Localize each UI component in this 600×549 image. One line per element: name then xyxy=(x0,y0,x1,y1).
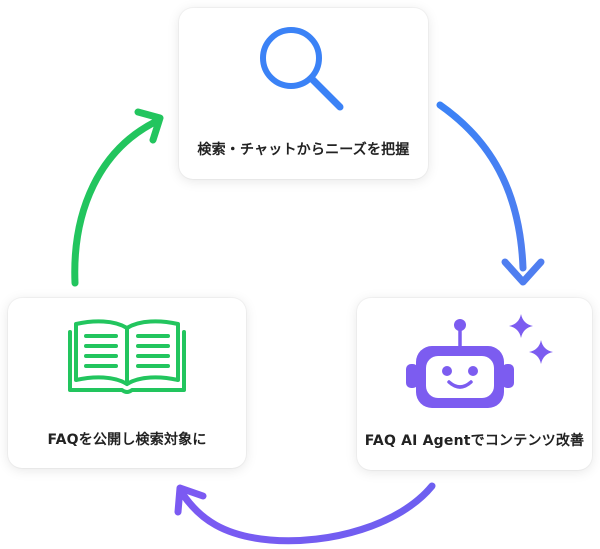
robot-icon xyxy=(406,319,514,408)
arrow-book-to-search xyxy=(71,118,159,287)
sparkle-icon xyxy=(509,314,553,364)
step-card-agent: FAQ AI Agentでコンテンツ改善 xyxy=(357,298,592,470)
arrowhead-agent-to-book xyxy=(174,484,207,516)
search-icon xyxy=(260,27,344,111)
arrow-search-to-agent xyxy=(436,101,527,272)
book-icon xyxy=(68,319,186,394)
arrowhead-book-to-search xyxy=(134,108,164,144)
step-card-book: FAQを公開し検索対象に xyxy=(8,298,246,468)
step-card-search: 検索・チャットからニーズを把握 xyxy=(179,8,428,179)
step-label-search: 検索・チャットからニーズを把握 xyxy=(197,142,410,158)
arrow-agent-to-book xyxy=(178,482,436,545)
step-label-book: FAQを公開し検索対象に xyxy=(47,432,207,448)
arrowhead-search-to-agent xyxy=(501,258,545,286)
step-label-agent: FAQ AI Agentでコンテンツ改善 xyxy=(364,433,585,449)
